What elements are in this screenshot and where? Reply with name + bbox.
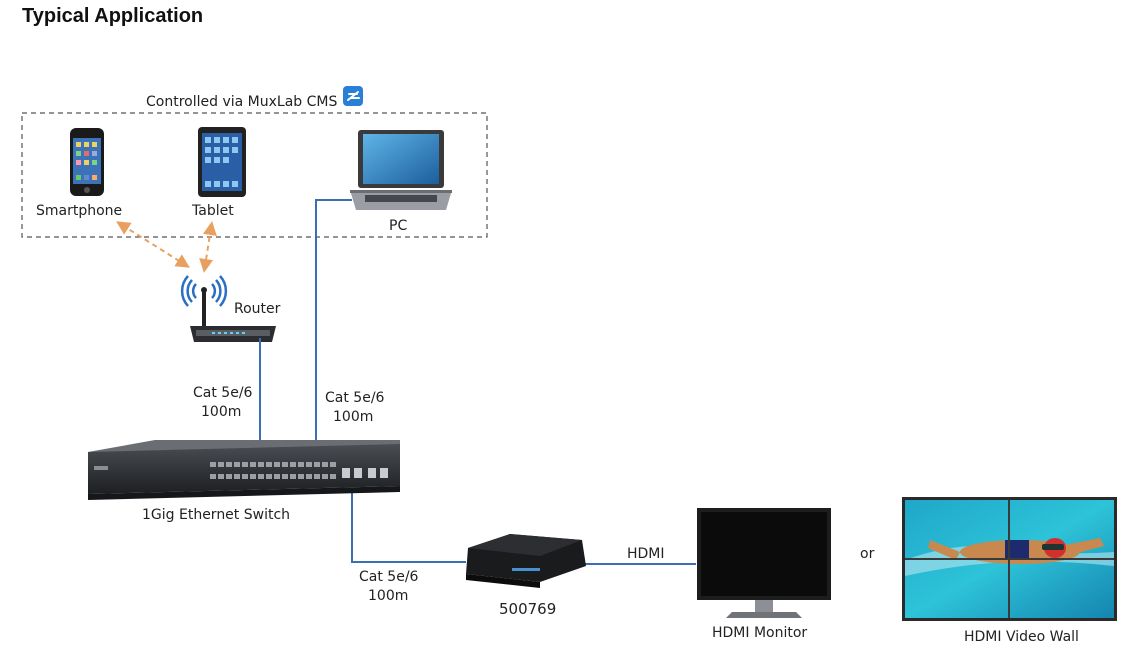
laptop-icon [350,130,452,210]
smartphone-label: Smartphone [36,203,122,219]
wireless-link-tablet [199,221,217,273]
switch-player-cable-type: Cat 5e/6 [359,569,419,585]
pc-switch-cable-length: 100m [333,409,373,425]
switch-label: 1Gig Ethernet Switch [142,507,290,523]
ethernet-switch-icon [88,440,400,500]
router-icon [180,275,276,342]
tablet-label: Tablet [191,203,234,219]
pc-switch-cable-type: Cat 5e/6 [325,390,385,406]
page-title: Typical Application [22,5,204,27]
router-switch-cable-type: Cat 5e/6 [193,385,253,401]
smartphone-icon [70,128,104,196]
tablet-icon [198,127,246,197]
video-wall-icon [902,497,1117,621]
or-label: or [860,546,875,562]
control-group-box [21,112,488,238]
monitor-label: HDMI Monitor [712,625,807,641]
pc-to-switch-cable [315,199,352,462]
video-wall-label: HDMI Video Wall [964,629,1079,645]
control-label: Controlled via MuxLab CMS [146,94,337,110]
router-label: Router [234,301,281,317]
pc-label: PC [389,218,407,234]
muxlab-cms-icon [343,86,363,106]
wireless-link-smartphone [116,221,190,268]
switch-to-player-cable [351,488,466,563]
media-player-icon [466,534,586,588]
hdmi-monitor-icon [697,508,831,618]
player-label: 500769 [499,600,556,618]
router-switch-cable-length: 100m [201,404,241,420]
switch-player-cable-length: 100m [368,588,408,604]
hdmi-cable-label: HDMI [627,546,665,562]
